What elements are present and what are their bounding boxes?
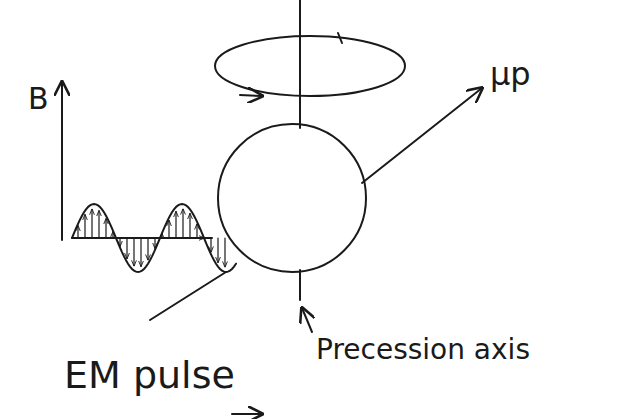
- leader-line: [302, 308, 312, 332]
- moment-label: μp: [490, 58, 531, 90]
- field-vector: [161, 234, 162, 238]
- field-vector: [168, 221, 169, 238]
- magnetic-moment-arrow: [362, 88, 482, 183]
- b-field-arrow: [61, 82, 63, 240]
- proton-circle: [218, 124, 366, 272]
- precession-arrow: [240, 95, 262, 96]
- precession-axis: [299, 270, 301, 300]
- field-vector: [147, 238, 148, 260]
- field-vector: [84, 215, 85, 238]
- field-vector: [98, 211, 99, 238]
- field-label: B: [28, 84, 49, 114]
- pulse-label: EM pulse: [64, 356, 235, 394]
- field-vector: [91, 209, 92, 238]
- field-vector: [105, 219, 106, 238]
- field-vector: [112, 232, 113, 238]
- precession-tick: [338, 33, 342, 43]
- field-vector: [77, 226, 78, 238]
- precession-path: [215, 36, 405, 96]
- field-vector: [133, 238, 134, 266]
- axis-label: Precession axis: [316, 336, 530, 364]
- field-vector: [126, 238, 127, 258]
- em-wave: [72, 204, 236, 272]
- field-vector: [154, 238, 155, 248]
- field-vector: [196, 224, 197, 238]
- field-vector: [224, 238, 225, 267]
- field-vector: [189, 214, 190, 238]
- field-vector: [175, 212, 176, 238]
- field-vector: [217, 238, 218, 262]
- precession-axis: [299, 0, 301, 128]
- field-vector: [140, 238, 141, 266]
- wave-axis: [72, 237, 212, 239]
- field-vector: [210, 238, 211, 252]
- field-vector: [119, 238, 120, 246]
- pulse-arrow: [232, 413, 262, 415]
- field-vector: [182, 209, 183, 238]
- propagation-line: [150, 272, 226, 320]
